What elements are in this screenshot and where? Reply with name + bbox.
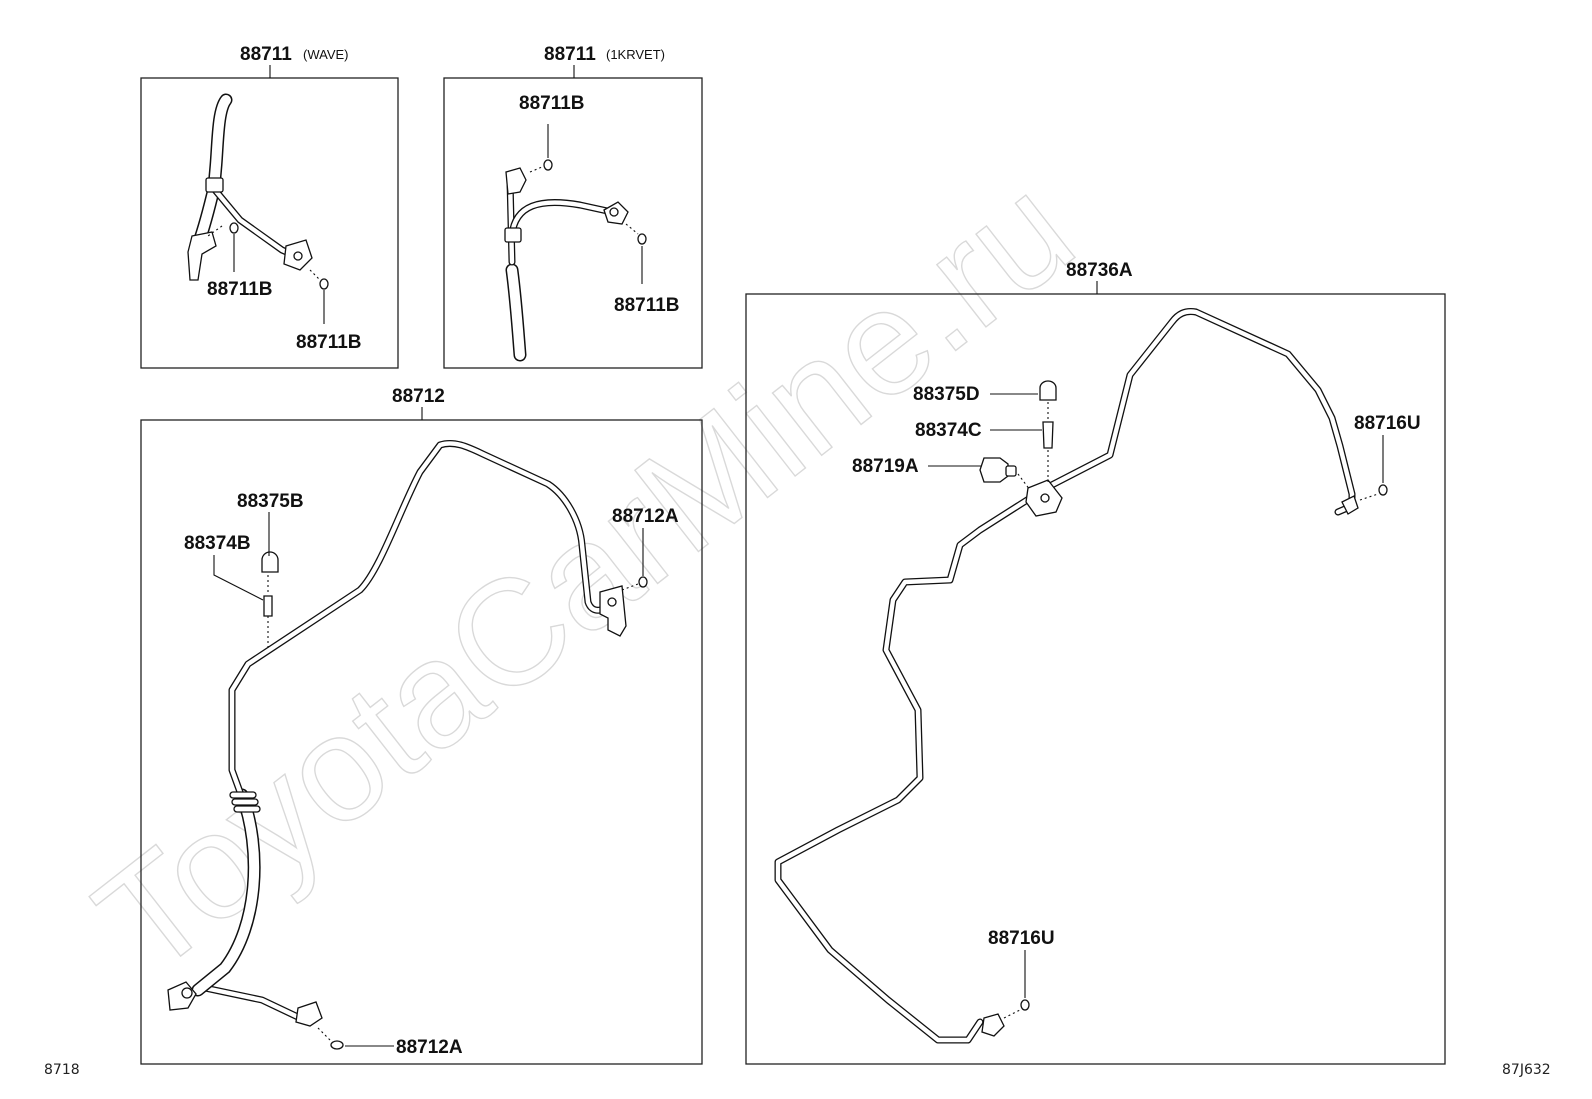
pipe-fitting-icon — [981, 1013, 1005, 1037]
o-ring-icon — [319, 278, 329, 290]
krvet-frame — [443, 77, 703, 369]
o-ring-icon — [638, 576, 648, 588]
corner-code-right: 87J632 — [1502, 1062, 1551, 1078]
krvet-ring-label-1: 88711B — [519, 93, 585, 114]
hose-ring-top-label: 88712A — [612, 506, 679, 527]
pipe-fitting-icon — [295, 1001, 323, 1027]
wave-part-number: 88711 — [240, 44, 292, 65]
hose-crimp-icon — [229, 791, 261, 813]
hose-part-number: 88712 — [392, 386, 445, 407]
service-valve-icon — [1042, 421, 1054, 449]
hose-valve-label: 88374B — [184, 533, 251, 554]
tube-switch-label: 88719A — [852, 456, 919, 477]
service-valve-icon — [263, 595, 273, 617]
pipe-fitting-icon — [505, 167, 527, 195]
o-ring-icon — [543, 159, 553, 171]
krvet-hose-drawing — [504, 159, 647, 362]
tube-assembly-drawing — [774, 308, 1388, 1044]
valve-cap-icon — [261, 551, 279, 573]
hose-ring-bottom-label: 88712A — [396, 1037, 463, 1058]
pipe-fitting-icon — [1341, 495, 1359, 515]
wave-header: 88711 (WAVE) — [240, 44, 349, 78]
hose-fitting-icon — [187, 231, 217, 281]
hose-cap-label: 88375B — [237, 491, 304, 512]
tube-frame — [745, 293, 1446, 1065]
o-ring-icon — [229, 222, 239, 234]
tube-part-number: 88736A — [1066, 260, 1133, 281]
corner-code-left: 8718 — [44, 1062, 80, 1078]
o-ring-icon — [330, 1040, 344, 1050]
krvet-variant: (1KRVET) — [606, 47, 665, 62]
tube-cap-label: 88375D — [913, 384, 980, 405]
wave-frame — [140, 77, 399, 369]
bracket-fitting-icon — [599, 585, 627, 637]
pressure-switch-icon — [979, 457, 1009, 483]
krvet-ring-label-2: 88711B — [614, 295, 680, 316]
wave-ring-label-1: 88711B — [207, 279, 273, 300]
tube-ring-bottom-label: 88716U — [988, 928, 1055, 949]
tube-ring-top-label: 88716U — [1354, 413, 1421, 434]
valve-cap-icon — [1039, 380, 1057, 401]
wave-ring-label-2: 88711B — [296, 332, 362, 353]
hose-header: 88712 — [392, 386, 445, 420]
hose-clamp-icon — [504, 227, 522, 243]
wave-hose-drawing — [187, 93, 329, 290]
o-ring-icon — [1378, 484, 1388, 496]
o-ring-icon — [637, 233, 647, 245]
wave-variant: (WAVE) — [303, 47, 349, 62]
krvet-header: 88711 (1KRVET) — [544, 44, 665, 78]
o-ring-icon — [1020, 999, 1030, 1011]
hose-assembly-drawing — [167, 439, 648, 1050]
tube-valve-label: 88374C — [915, 420, 982, 441]
hose-clamp-icon — [205, 177, 224, 193]
tube-header: 88736A — [1066, 260, 1133, 294]
krvet-part-number: 88711 — [544, 44, 596, 65]
